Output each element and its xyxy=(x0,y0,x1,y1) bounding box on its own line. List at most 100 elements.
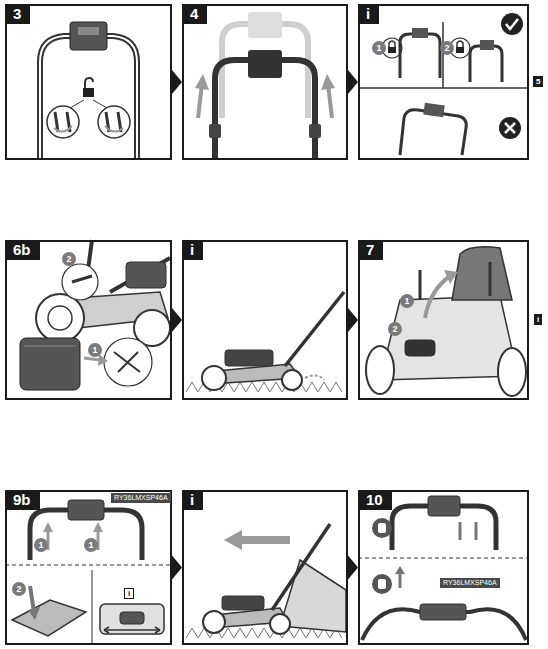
rear-flap-illustration xyxy=(405,340,435,356)
mulching-info-illustration xyxy=(282,370,302,390)
callout-number: 1 xyxy=(84,538,98,552)
handle-fold-illustration xyxy=(93,522,103,532)
handle-unlock-illustration xyxy=(98,106,130,138)
handle-raise-illustration xyxy=(309,124,321,138)
grass-bag-mulch-illustration xyxy=(48,306,72,330)
handle-position-info-illustration xyxy=(423,103,444,118)
stop-lever-illustration xyxy=(378,579,386,589)
info-reference: i xyxy=(534,314,542,325)
step-arrow xyxy=(172,308,182,332)
step-arrow xyxy=(348,556,358,580)
mulching-info-illustration xyxy=(305,375,324,380)
grass-bag-mulch-illustration xyxy=(110,258,170,292)
grass-bag-mulch-illustration xyxy=(36,294,84,342)
stop-lever-illustration xyxy=(460,522,476,540)
handle-position-info-illustration xyxy=(358,13,529,155)
mulching-info-illustration xyxy=(285,292,344,366)
handle-fold-illustration xyxy=(43,522,53,532)
rear-flap-illustration xyxy=(444,270,458,284)
handle-raise-illustration xyxy=(195,12,335,158)
handle-raise-illustration xyxy=(321,74,335,90)
mulching-info-illustration xyxy=(202,366,226,390)
callout-number: 2 xyxy=(440,41,454,55)
callout-number: 1 xyxy=(400,294,414,308)
mulching-info-illustration xyxy=(225,350,273,366)
grass-bag-mulch-illustration xyxy=(62,264,98,300)
callout-number: 1 xyxy=(34,538,48,552)
stop-lever-illustration xyxy=(395,566,405,574)
stop-lever-illustration xyxy=(428,496,460,516)
handle-position-info-illustration xyxy=(400,34,440,78)
grass-bag-mulch-illustration xyxy=(88,240,92,270)
rear-flap-illustration xyxy=(420,262,490,300)
handle-fold-illustration xyxy=(120,612,144,624)
stop-lever-illustration xyxy=(358,496,529,640)
handle-raise-illustration xyxy=(198,84,202,118)
handle-fold-illustration xyxy=(12,600,86,636)
handle-fold-illustration xyxy=(5,565,172,566)
step-panel: 4 xyxy=(182,4,348,160)
step-arrow xyxy=(172,70,182,94)
mowing-info-illustration xyxy=(224,530,242,550)
step-number: i xyxy=(183,241,203,260)
grass-bag-mulch-illustration xyxy=(24,346,76,347)
callout-number: 1 xyxy=(372,41,386,55)
handle-position-info-illustration xyxy=(501,13,523,35)
stop-lever-illustration xyxy=(358,558,529,559)
handle-fold-illustration xyxy=(104,627,160,633)
grass-bag-mulch-illustration xyxy=(84,358,100,360)
handle-unlock-illustration xyxy=(47,106,79,138)
handle-unlock-illustration xyxy=(70,22,107,50)
mowing-info-illustration xyxy=(222,596,264,610)
mulching-info-illustration xyxy=(186,292,344,392)
rear-flap-illustration xyxy=(498,348,526,396)
rear-flap-illustration xyxy=(366,346,394,394)
step-panel: i xyxy=(182,490,348,645)
stop-lever-illustration xyxy=(399,572,402,588)
handle-unlock-illustration xyxy=(54,126,72,132)
grass-bag-mulch-illustration xyxy=(20,240,170,390)
handle-raise-illustration xyxy=(209,124,221,138)
stop-lever-illustration xyxy=(378,523,386,533)
page-reference: 5 xyxy=(533,76,543,87)
grass-bag-mulch-illustration xyxy=(114,352,140,372)
handle-unlock-illustration xyxy=(40,36,137,158)
handle-unlock-illustration xyxy=(40,36,137,158)
step-number: 6b xyxy=(6,241,40,260)
handle-unlock-illustration xyxy=(83,88,94,97)
handle-raise-illustration xyxy=(222,24,308,118)
handle-unlock-illustration xyxy=(85,78,93,88)
step-panel: 6b xyxy=(5,240,172,400)
handle-position-info-illustration xyxy=(389,41,395,47)
handle-position-info-illustration xyxy=(457,41,463,47)
handle-unlock-illustration xyxy=(40,22,137,158)
grass-bag-mulch-illustration xyxy=(72,276,92,282)
rear-flap-illustration xyxy=(452,247,512,300)
handle-position-info-illustration xyxy=(456,47,464,53)
step-arrow xyxy=(348,308,358,332)
callout-number: 2 xyxy=(388,322,402,336)
mowing-info-illustration xyxy=(203,611,225,633)
handle-fold-illustration xyxy=(104,629,160,631)
grass-bag-mulch-illustration xyxy=(98,354,108,366)
handle-position-info-illustration xyxy=(358,22,529,88)
handle-fold-illustration xyxy=(100,604,164,634)
grass-bag-mulch-illustration xyxy=(126,262,166,288)
handle-position-info-illustration xyxy=(412,28,428,38)
step-number: 4 xyxy=(183,5,207,24)
step-panel: i xyxy=(182,240,348,400)
step-panel: i xyxy=(358,4,529,160)
handle-position-info-illustration xyxy=(505,123,515,133)
step-number: 9b xyxy=(6,491,40,510)
handle-unlock-illustration xyxy=(70,100,107,108)
handle-position-info-illustration xyxy=(388,47,396,53)
step-panel: 3 xyxy=(5,4,172,160)
handle-unlock-illustration xyxy=(78,27,99,35)
step-arrow xyxy=(348,70,358,94)
step-arrow xyxy=(172,556,182,580)
step-number: 10 xyxy=(359,491,392,510)
